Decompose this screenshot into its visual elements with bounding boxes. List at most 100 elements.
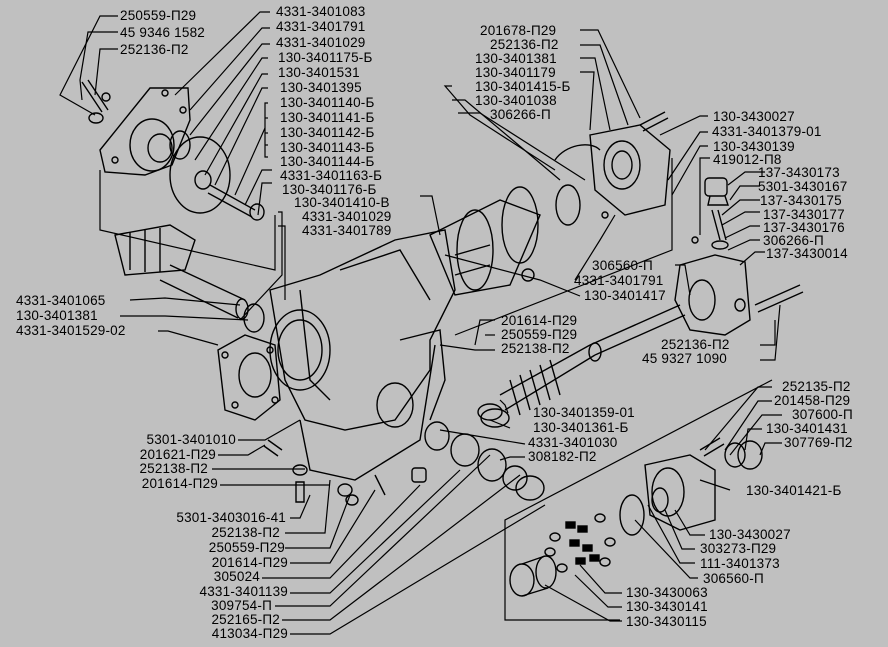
bolt-part (754, 284, 804, 313)
part-label: 130-3401142-Б (280, 125, 375, 140)
pump-ring-part (509, 555, 557, 597)
part-label: 5301-3403016-41 (176, 510, 286, 525)
part-label: 306560-П (703, 571, 764, 586)
part-label: 252138-П2 (501, 341, 570, 356)
seal-part (243, 303, 265, 333)
part-label: 137-3430014 (766, 246, 848, 261)
part-label: 4331-3401030 (528, 435, 618, 450)
bolt-part (295, 481, 305, 503)
part-label: 130-3401531 (278, 65, 360, 80)
ball-part (601, 211, 609, 219)
part-label: 130-3430063 (626, 585, 708, 600)
part-label: 130-3401395 (280, 80, 362, 95)
part-label: 4331-3401791 (276, 19, 366, 34)
part-label: 252135-П2 (782, 379, 851, 394)
washer-part (292, 464, 308, 476)
part-label: 4331-3401083 (276, 4, 366, 19)
snap-ring-part (480, 408, 510, 428)
relief-valve-part (691, 177, 729, 250)
snap-ring-part (477, 403, 503, 421)
part-label: 130-3401410-В (294, 195, 390, 210)
end-cover-part (217, 334, 281, 421)
steering-gear-housing (269, 229, 456, 481)
part-label: 305024 (213, 569, 260, 584)
part-label: 307769-П2 (784, 435, 853, 450)
part-label: 130-3401176-Б (282, 182, 377, 197)
part-label: 137-3430175 (760, 193, 842, 208)
bearing-race-part (555, 184, 581, 226)
bearing-part (194, 170, 212, 190)
valve-body-part (554, 124, 671, 216)
part-label: 130-3430027 (713, 109, 795, 124)
part-label: 250559-П29 (501, 327, 578, 342)
part-label: 306266-П (763, 233, 824, 248)
part-label: 307600-П (792, 407, 853, 422)
part-label: 111-3401373 (700, 556, 780, 571)
part-label: 4331-3401529-02 (16, 323, 126, 338)
part-label: 130-3401417 (584, 288, 666, 303)
part-label: 130-3401361-Б (533, 420, 629, 435)
seal-part (424, 421, 450, 451)
bolt-part (699, 437, 725, 457)
o-ring-part (169, 136, 231, 214)
plug-part (521, 268, 535, 282)
seal-part (450, 433, 480, 467)
part-label: 137-3430173 (758, 165, 840, 180)
pump-cover-part (644, 454, 716, 531)
leader-lines (59, 11, 782, 635)
part-label: 5301-3401010 (146, 432, 236, 447)
part-label: 45 9346 1582 (120, 25, 205, 40)
part-label: 130-3430139 (713, 139, 795, 154)
part-label: 250559-П29 (208, 540, 285, 555)
seal-part (477, 448, 507, 482)
part-label: 201614-П29 (211, 555, 288, 570)
part-label: 303273-П29 (700, 541, 777, 556)
nut-part (515, 475, 545, 501)
part-label: 252136-П2 (120, 42, 189, 57)
part-label: 306266-П (490, 107, 551, 122)
bearing-part (502, 465, 528, 491)
side-cover-part (99, 87, 191, 176)
seal-part (724, 442, 746, 468)
seal-ring-part (169, 130, 191, 160)
part-label: 413034-П29 (211, 626, 288, 641)
bolt-part (263, 439, 283, 457)
part-label: 250559-П29 (120, 8, 197, 23)
part-label: 130-3401381 (475, 51, 557, 66)
part-label: 137-3430176 (763, 220, 845, 235)
part-label: 130-3401381 (16, 308, 98, 323)
part-label: 130-3401415-Б (475, 79, 571, 94)
part-label: 252136-П2 (490, 37, 559, 52)
bolt-part (374, 474, 386, 496)
part-label: 130-3430115 (626, 614, 707, 629)
seal-part (737, 440, 763, 470)
part-label: 4331-3401791 (574, 273, 664, 288)
part-label: 252138-П2 (211, 525, 280, 540)
part-label: 306560-П (592, 258, 653, 273)
parts-drawing (81, 79, 804, 597)
part-label: 45 9327 1090 (642, 351, 727, 366)
part-label: 5301-3430167 (758, 179, 848, 194)
part-label: 201614-П29 (141, 476, 218, 491)
part-label: 130-3401143-Б (280, 140, 375, 155)
shaft-part (207, 184, 256, 218)
input-shaft-part (499, 304, 686, 416)
part-label: 130-3401144-Б (280, 154, 375, 169)
part-label: 4331-3401029 (302, 209, 392, 224)
part-label: 201678-П29 (480, 23, 557, 38)
part-label: 4331-3401163-Б (280, 168, 383, 183)
part-label: 252136-П2 (661, 337, 730, 352)
part-label: 308182-П2 (528, 449, 597, 464)
plug-part (411, 467, 427, 483)
part-label: 252138-П2 (139, 461, 208, 476)
part-label: 137-3430177 (763, 207, 845, 222)
part-label: 130-3430141 (626, 599, 708, 614)
part-label: 130-3401038 (475, 93, 557, 108)
part-label: 130-3401421-Б (746, 483, 842, 498)
rotor-vanes-part (544, 513, 616, 573)
part-label: 130-3401141-Б (280, 110, 375, 125)
piston-rack-part (429, 186, 541, 296)
washer-part (619, 494, 645, 536)
part-label: 4331-3401379-01 (712, 124, 822, 139)
